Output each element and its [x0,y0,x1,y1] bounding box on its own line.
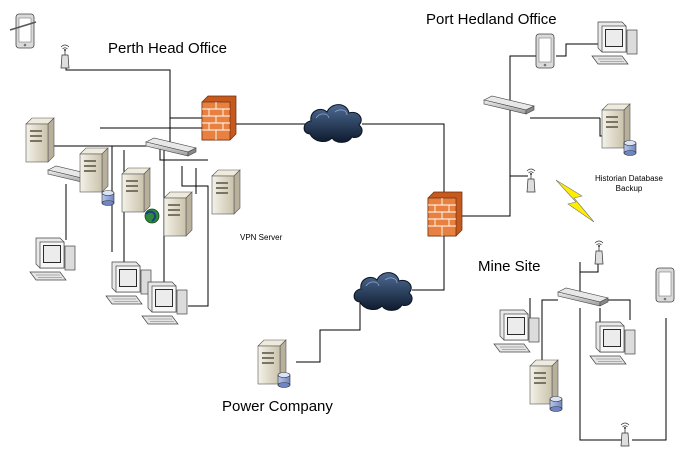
wireless-antenna-icon [594,240,604,265]
workstation-icon [29,237,76,281]
server-icon [121,167,151,213]
firewall-icon [427,191,463,237]
database-icon [623,140,637,156]
server-icon [79,147,109,193]
stylus-icon [9,21,37,31]
globe-icon-continent [145,210,157,222]
cloud-internet-icon [303,104,363,143]
historian-database-label: Historian Database Backup [584,174,674,194]
historian-label-line1: Historian Database [594,174,664,183]
tablet-device [655,267,675,303]
network-switch-icon [483,95,535,115]
wireless-link-lightning-icon [555,179,595,223]
network-switch-icon [145,137,197,157]
database-icon [277,372,291,388]
wireless-antenna-icon [526,168,536,193]
database-icon [549,396,563,412]
vpn-server-label: VPN Server [240,233,283,242]
workstation-icon [141,281,188,325]
firewall-icon [201,95,237,141]
tablet-device [15,13,35,49]
power-company-label: Power Company [222,398,333,415]
cloud-internet-icon [353,272,413,311]
tablet-device [535,33,555,69]
database-icon [101,190,115,206]
mine-site-label: Mine Site [478,258,541,275]
network-links [48,43,667,441]
port-hedland-office-label: Port Hedland Office [426,11,557,28]
server-icon [163,191,193,237]
workstation-icon [589,321,636,365]
wireless-antenna-icon [620,422,630,447]
workstation-icon [591,21,638,65]
wireless-antenna-icon [60,44,70,69]
server-icon [25,117,55,163]
workstation-icon [105,261,152,305]
perth-head-office-label: Perth Head Office [108,40,227,57]
workstation-icon [493,309,540,353]
vpn-server-icon [211,169,241,215]
historian-label-line2: Backup [615,184,643,193]
network-switch-icon [557,287,609,307]
